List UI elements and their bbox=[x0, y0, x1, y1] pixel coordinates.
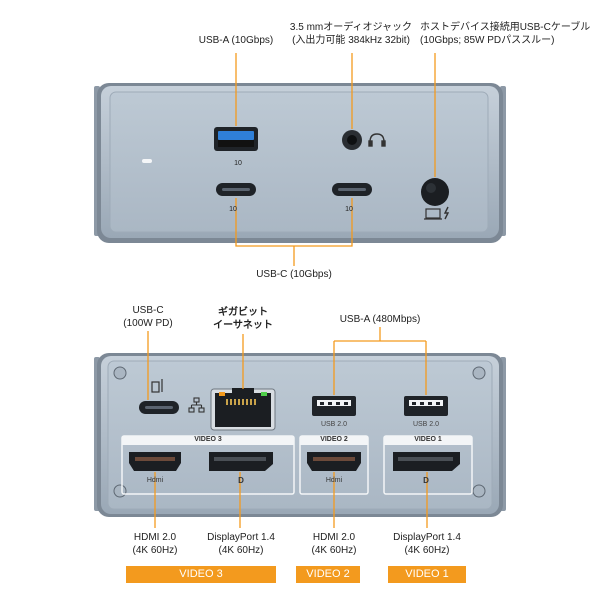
dp3-label-line1: DisplayPort 1.4 bbox=[207, 532, 275, 543]
ethernet-label-line2: イーサネット bbox=[213, 320, 273, 331]
audio-jack bbox=[342, 130, 362, 150]
network-icon bbox=[188, 397, 205, 413]
power-delivery-icon bbox=[151, 379, 163, 393]
dp-mark-video1: D bbox=[423, 476, 429, 485]
dp1-label-line1: DisplayPort 1.4 bbox=[393, 532, 461, 543]
video1-group bbox=[383, 435, 473, 495]
video1-header: VIDEO 1 bbox=[414, 436, 442, 443]
hdmi2-label-line2: (4K 60Hz) bbox=[311, 545, 357, 556]
video3-group bbox=[121, 435, 295, 495]
usb-a-480-label: USB-A (480Mbps) bbox=[339, 314, 421, 325]
usb-a-480-port-1 bbox=[312, 396, 356, 416]
hdmi2-label-line1: HDMI 2.0 bbox=[312, 532, 356, 543]
video2-header: VIDEO 2 bbox=[320, 436, 348, 443]
video3-header: VIDEO 3 bbox=[194, 436, 222, 443]
leader-lines-bottom bbox=[147, 327, 428, 528]
displayport-video3 bbox=[209, 452, 273, 471]
displayport-video1 bbox=[393, 452, 460, 471]
usb-c-port-1 bbox=[216, 183, 256, 196]
host-cable-connector bbox=[421, 178, 449, 206]
usb-a-10g-label: USB-A (10Gbps) bbox=[198, 35, 274, 46]
hdmi-port-video2 bbox=[307, 452, 361, 471]
leader-lines-top bbox=[235, 53, 436, 266]
hdmi-mark-video3: Hdmi bbox=[146, 477, 164, 484]
usb-c-port-2 bbox=[332, 183, 372, 196]
usb-a-10g-port bbox=[214, 127, 258, 151]
usb-c-pd-label-line1: USB-C bbox=[132, 305, 164, 316]
dp1-label-line2: (4K 60Hz) bbox=[404, 545, 450, 556]
usb-a-480-port-2 bbox=[404, 396, 448, 416]
usb-c-pd-port bbox=[139, 401, 179, 414]
status-led bbox=[142, 159, 152, 163]
usb-c-10g-label: USB-C (10Gbps) bbox=[256, 269, 332, 280]
ethernet-label-line1: ギガビット bbox=[218, 307, 268, 318]
rear-device bbox=[94, 327, 506, 528]
usb-c-1-10-mark: 10 bbox=[229, 206, 237, 213]
dp3-label-line2: (4K 60Hz) bbox=[218, 545, 264, 556]
host-cable-label-line2: (10Gbps; 85W PDパススルー) bbox=[420, 35, 555, 46]
hdmi-mark-video2: Hdmi bbox=[325, 477, 343, 484]
ethernet-port bbox=[210, 388, 276, 431]
laptop-bolt-icon bbox=[424, 206, 450, 220]
audio-jack-label-line1: 3.5 mmオーディオジャック bbox=[289, 22, 413, 33]
audio-jack-label-line2: (入出力可能 384kHz 32bit) bbox=[292, 35, 410, 46]
video2-bar: VIDEO 2 bbox=[296, 566, 360, 583]
host-cable-label-line1: ホストデバイス接続用USB-Cケーブル bbox=[420, 22, 591, 33]
video1-bar: VIDEO 1 bbox=[388, 566, 466, 583]
front-device bbox=[94, 53, 506, 266]
screws bbox=[113, 366, 486, 498]
usb20-mark-1: USB 2.0 bbox=[320, 421, 348, 428]
hdmi3-label-line1: HDMI 2.0 bbox=[133, 532, 177, 543]
headphone-icon bbox=[368, 133, 386, 147]
usb20-mark-2: USB 2.0 bbox=[412, 421, 440, 428]
usb-a-10-mark: 10 bbox=[234, 160, 242, 167]
usb-c-pd-label-line2: (100W PD) bbox=[123, 318, 173, 329]
dp-mark-video3: D bbox=[238, 476, 244, 485]
hdmi3-label-line2: (4K 60Hz) bbox=[132, 545, 178, 556]
video3-bar: VIDEO 3 bbox=[126, 566, 276, 583]
hdmi-port-video3 bbox=[129, 452, 181, 471]
usb-c-2-10-mark: 10 bbox=[345, 206, 353, 213]
